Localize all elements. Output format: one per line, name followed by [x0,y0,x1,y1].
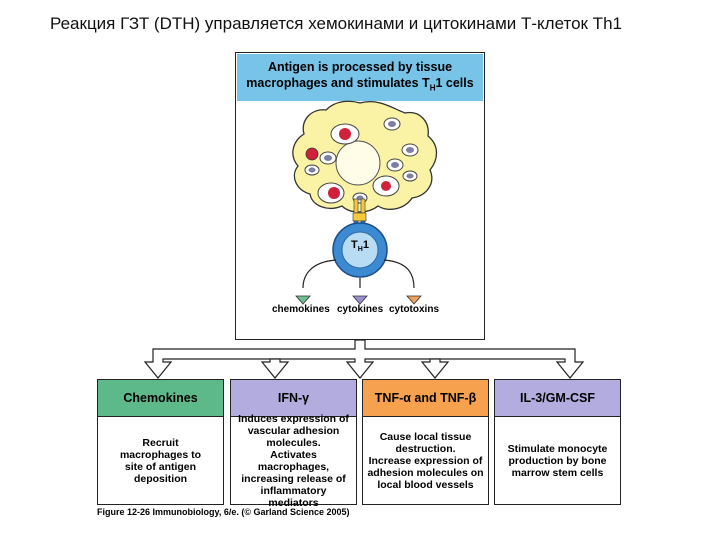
antigen-processing-header: Antigen is processed by tissue macrophag… [237,54,483,101]
chemokines-arrowhead [295,295,311,305]
cytotoxins-arrowhead [406,295,422,305]
cytotoxins-output-label: cytotoxins [389,304,440,315]
header-line-2: macrophages and stimulates TH1 cells [246,75,474,93]
th1-nucleus [341,231,379,269]
th1-cell-label: TH1 [351,239,369,254]
figure-caption: Figure 12-26 Immunobiology, 6/e. (© Garl… [97,507,350,517]
il3-gmcsf-panel-title: IL-3/GM-CSF [495,380,620,417]
macrophage-nucleus [335,140,381,186]
tnf-panel-title: TNF-α and TNF-β [363,380,488,417]
ifn-gamma-panel-title: IFN-γ [231,380,356,417]
output-arrows [302,259,415,289]
distribution-arrows [143,339,585,379]
header-line-1: Antigen is processed by tissue [267,59,453,74]
cytokines-output-label: cytokines [337,304,384,315]
chemokines-panel-title: Chemokines [98,380,223,417]
slide-title: Реакция ГЗТ (DTH) управляется хемокинами… [50,14,622,33]
chemokines-output-label: chemokines [272,304,330,315]
antigen-vesicles [304,117,419,204]
cytokines-arrowhead [352,295,368,305]
free-antigen [305,147,319,161]
